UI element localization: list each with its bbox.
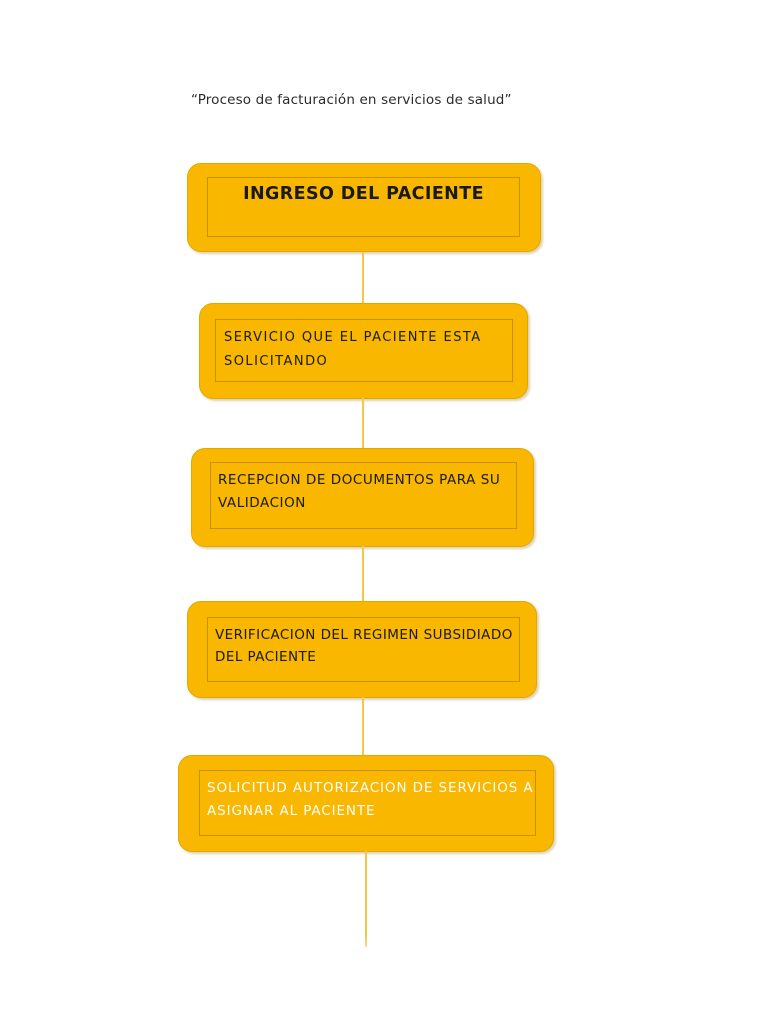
connector-line-1 [362,252,364,304]
page-title: “Proceso de facturación en servicios de … [191,92,512,108]
flow-node-ingreso-del-paciente[interactable]: INGRESO DEL PACIENTE [187,163,541,252]
connector-line-5 [365,851,367,947]
flow-node-label: VERIFICACION DEL REGIMEN SUBSIDIADO DEL … [215,627,513,665]
flow-node-label: SERVICIO QUE EL PACIENTE ESTA SOLICITAND… [224,330,482,369]
flow-node-inner-frame [215,319,513,382]
flow-node-servicio-solicitado[interactable]: SERVICIO QUE EL PACIENTE ESTA SOLICITAND… [199,303,528,399]
flow-node-recepcion-documentos[interactable]: RECEPCION DE DOCUMENTOS PARA SU VALIDACI… [191,448,534,547]
flow-node-inner-frame [207,177,520,237]
connector-line-4 [362,697,364,756]
flow-node-inner-frame [207,617,520,682]
flow-node-inner-frame [199,770,536,836]
connector-line-2 [362,398,364,449]
flow-node-label: RECEPCION DE DOCUMENTOS PARA SU VALIDACI… [218,472,501,511]
flow-node-solicitud-autorizacion[interactable]: SOLICITUD AUTORIZACION DE SERVICIOS A AS… [178,755,554,852]
connector-line-3 [362,546,364,602]
flow-node-inner-frame [210,462,517,529]
flow-node-label: INGRESO DEL PACIENTE [243,184,484,204]
flow-node-verificacion-regimen[interactable]: VERIFICACION DEL REGIMEN SUBSIDIADO DEL … [187,601,537,698]
flow-node-label: SOLICITUD AUTORIZACION DE SERVICIOS A AS… [207,780,534,819]
